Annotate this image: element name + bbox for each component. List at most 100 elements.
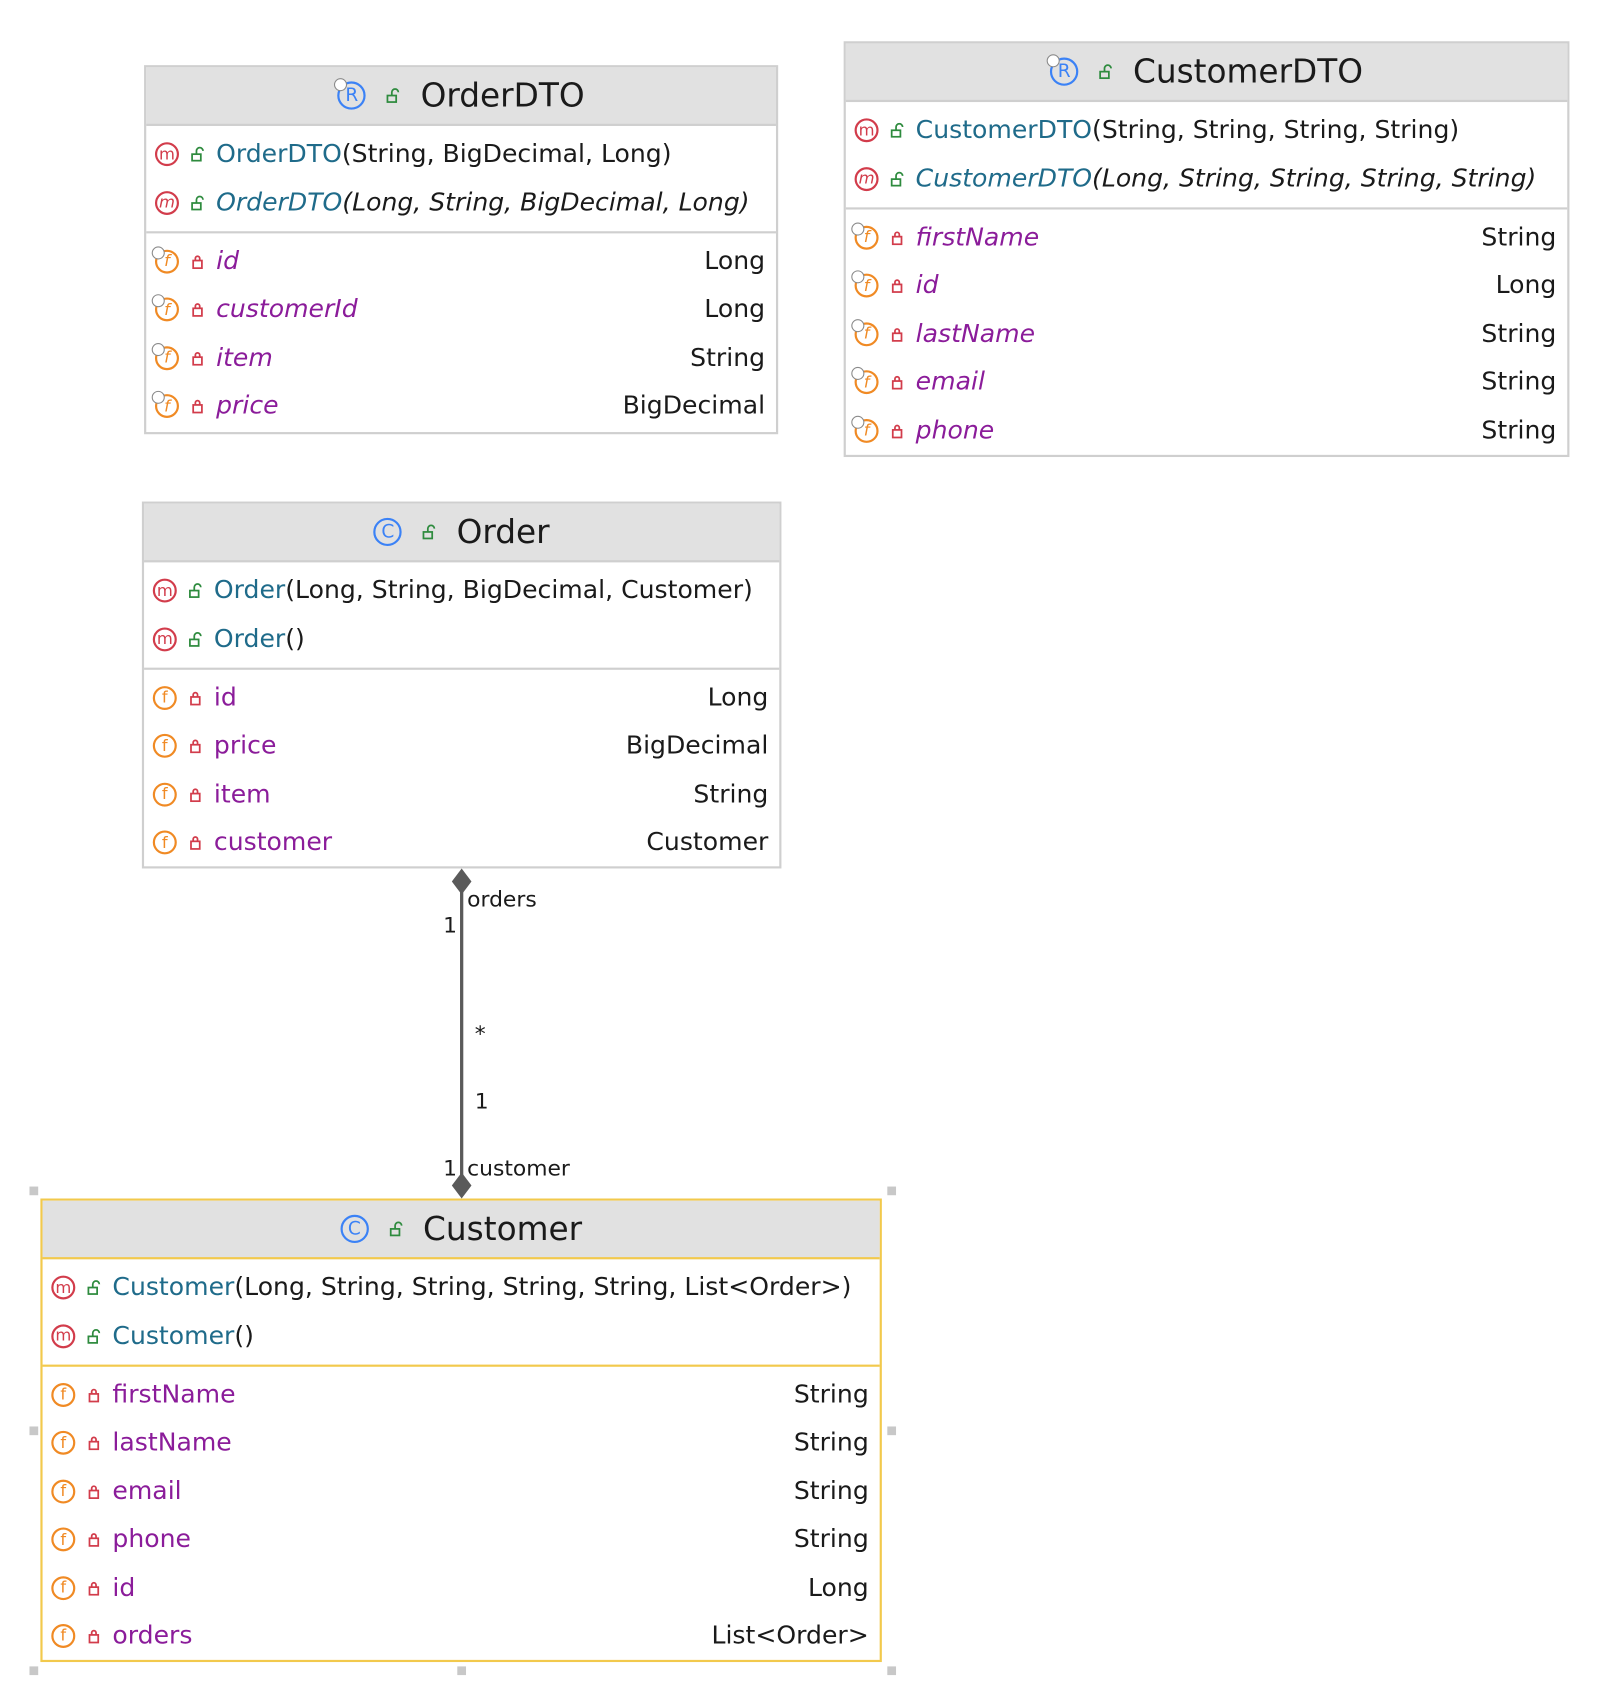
field-name: lastName xyxy=(112,1429,232,1458)
constructor-name: Order xyxy=(213,576,286,605)
constructor-params: (String, BigDecimal, Long) xyxy=(341,140,672,169)
field-row[interactable]: f lastName String xyxy=(846,310,1567,358)
unlock-icon xyxy=(417,524,441,540)
selection-handle[interactable] xyxy=(887,1426,897,1436)
selection-handle[interactable] xyxy=(29,1666,39,1676)
field-row[interactable]: f price BigDecimal xyxy=(146,382,776,430)
field-name: price xyxy=(216,392,279,421)
unlock-icon xyxy=(82,1280,106,1296)
selection-handle[interactable] xyxy=(457,1666,467,1676)
class-box-orderdto[interactable]: R OrderDTO m OrderDTO(String, BigDecimal… xyxy=(144,65,779,435)
field-type: String xyxy=(690,343,766,373)
field-icon: f xyxy=(51,1575,76,1600)
method-icon: m xyxy=(854,166,879,191)
constructors-section: m Customer(Long, String, String, String,… xyxy=(42,1259,880,1367)
class-box-order[interactable]: C Order m Order(Long, String, BigDecimal… xyxy=(141,501,782,869)
field-icon: f xyxy=(851,367,879,395)
constructors-section: m Order(Long, String, BigDecimal, Custom… xyxy=(144,562,780,670)
class-header[interactable]: R OrderDTO xyxy=(146,67,776,126)
lock-icon xyxy=(82,1532,106,1547)
lock-icon xyxy=(82,1436,106,1451)
constructor-row[interactable]: m Order() xyxy=(144,615,779,663)
unlock-icon xyxy=(186,195,210,210)
lock-icon xyxy=(82,1484,106,1499)
constructor-row[interactable]: m OrderDTO(String, BigDecimal, Long) xyxy=(146,130,776,178)
constructors-section: m OrderDTO(String, BigDecimal, Long) m O… xyxy=(146,126,776,234)
constructor-row[interactable]: m Customer() xyxy=(43,1312,880,1360)
constructor-row[interactable]: m OrderDTO(Long, String, BigDecimal, Lon… xyxy=(146,178,776,226)
field-name: id xyxy=(216,247,240,276)
field-row[interactable]: f lastName String xyxy=(43,1419,880,1467)
field-name: email xyxy=(915,368,985,397)
field-row[interactable]: f id Long xyxy=(43,1564,880,1612)
constructor-name: OrderDTO xyxy=(216,188,343,217)
field-row[interactable]: f orders List<Order> xyxy=(43,1612,880,1660)
field-icon: f xyxy=(851,415,879,443)
constructor-name: Customer xyxy=(112,1321,235,1351)
field-type: String xyxy=(1481,368,1557,397)
field-row[interactable]: f item String xyxy=(144,770,779,818)
field-row[interactable]: f phone String xyxy=(846,406,1567,454)
selection-handle[interactable] xyxy=(29,1186,39,1196)
field-icon: f xyxy=(152,734,177,759)
selection-handle[interactable] xyxy=(29,1426,39,1436)
field-icon: f xyxy=(151,342,179,370)
fields-section: f firstName String f id Long f lastName … xyxy=(846,209,1567,459)
field-name: id xyxy=(213,683,237,713)
constructor-params: () xyxy=(234,1321,254,1351)
class-name: CustomerDTO xyxy=(1132,52,1364,91)
field-row[interactable]: f customer Customer xyxy=(144,818,779,866)
field-row[interactable]: f customerId Long xyxy=(146,286,776,334)
field-name: orders xyxy=(112,1621,193,1651)
constructor-name: Customer xyxy=(112,1273,235,1302)
constructor-row[interactable]: m Order(Long, String, BigDecimal, Custom… xyxy=(144,567,779,615)
field-type: Long xyxy=(1495,271,1557,301)
class-box-customerdto[interactable]: R CustomerDTO m CustomerDTO(String, Stri… xyxy=(843,41,1570,459)
field-row[interactable]: f id Long xyxy=(144,674,779,722)
lock-icon xyxy=(885,230,909,246)
field-row[interactable]: f price BigDecimal xyxy=(144,722,779,770)
field-row[interactable]: f item String xyxy=(146,334,776,382)
class-header[interactable]: R CustomerDTO xyxy=(845,43,1568,103)
field-icon: f xyxy=(151,246,179,274)
selection-handle[interactable] xyxy=(887,1666,897,1676)
class-box-customer[interactable]: C Customer m Customer(Long, String, Stri… xyxy=(40,1198,882,1663)
constructor-params: (Long, String, BigDecimal, Long) xyxy=(342,188,750,217)
association-role-orders: orders xyxy=(467,885,537,912)
field-name: lastName xyxy=(915,319,1036,349)
unlock-icon xyxy=(1094,64,1118,80)
constructor-row[interactable]: m CustomerDTO(String, String, String, St… xyxy=(846,106,1567,154)
field-icon: f xyxy=(51,1479,76,1504)
field-name: phone xyxy=(915,416,995,445)
composition-diamond-bottom xyxy=(451,1172,472,1199)
field-row[interactable]: f phone String xyxy=(43,1515,880,1563)
selection-handle[interactable] xyxy=(887,1186,897,1196)
field-row[interactable]: f id Long xyxy=(146,238,776,286)
field-type: Long xyxy=(704,295,766,324)
field-row[interactable]: f firstName String xyxy=(43,1371,880,1419)
class-header[interactable]: C Order xyxy=(144,503,780,563)
field-row[interactable]: f email String xyxy=(43,1467,880,1515)
field-icon: f xyxy=(51,1527,76,1552)
constructor-row[interactable]: m Customer(Long, String, String, String,… xyxy=(43,1264,880,1312)
field-icon: f xyxy=(851,222,879,250)
class-name: Order xyxy=(456,512,550,551)
method-icon: m xyxy=(51,1323,76,1348)
fields-section: f id Long f customerId Long f item Strin… xyxy=(146,233,776,434)
field-row[interactable]: f id Long xyxy=(846,262,1567,310)
field-row[interactable]: f email String xyxy=(846,358,1567,406)
method-icon: m xyxy=(154,142,179,167)
lock-icon xyxy=(183,835,207,850)
unlock-icon xyxy=(186,147,210,162)
field-icon: f xyxy=(851,318,879,347)
constructor-row[interactable]: m CustomerDTO(Long, String, String, Stri… xyxy=(846,155,1567,203)
class-icon: C xyxy=(340,1214,369,1244)
field-type: BigDecimal xyxy=(622,392,766,421)
field-type: Customer xyxy=(646,828,769,857)
field-name: email xyxy=(112,1477,182,1506)
field-row[interactable]: f firstName String xyxy=(846,214,1567,262)
class-header[interactable]: C Customer xyxy=(42,1200,880,1260)
lock-icon xyxy=(186,302,210,318)
